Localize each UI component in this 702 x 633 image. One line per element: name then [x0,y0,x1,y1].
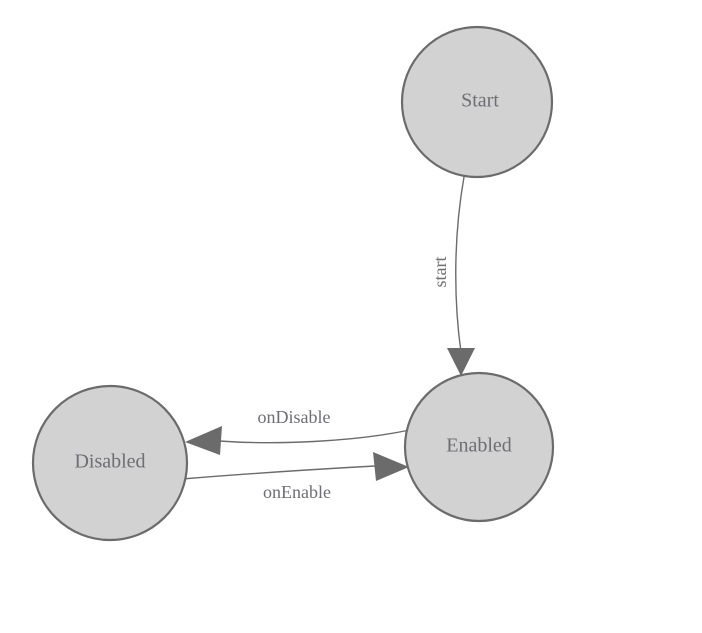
edge-start-to-enabled-path [455,176,465,353]
edge-start-to-enabled[interactable] [447,176,475,376]
edge-label-onenable: onEnable [263,482,331,502]
node-start[interactable]: Start [400,25,554,179]
edge-label-start: start [430,257,450,288]
edge-disabled-to-enabled-path [181,465,376,480]
node-start-circle [400,25,554,179]
node-start-label: Start [461,90,499,112]
edge-label-ondisable: onDisable [258,407,331,427]
node-enabled[interactable]: Enabled [403,371,555,523]
edge-disabled-to-enabled[interactable] [181,452,409,481]
edge-enabled-to-disabled[interactable] [185,426,411,455]
node-enabled-circle [403,371,555,523]
node-disabled-circle [31,384,189,542]
node-disabled[interactable]: Disabled [31,384,189,542]
edge-enabled-to-disabled-arrowhead-icon [185,426,222,455]
node-disabled-label: Disabled [74,451,145,473]
node-enabled-label: Enabled [446,435,512,457]
edge-disabled-to-enabled-arrowhead-icon [373,452,409,481]
edge-start-to-enabled-arrowhead-icon [447,348,475,376]
edge-enabled-to-disabled-path [218,429,411,444]
